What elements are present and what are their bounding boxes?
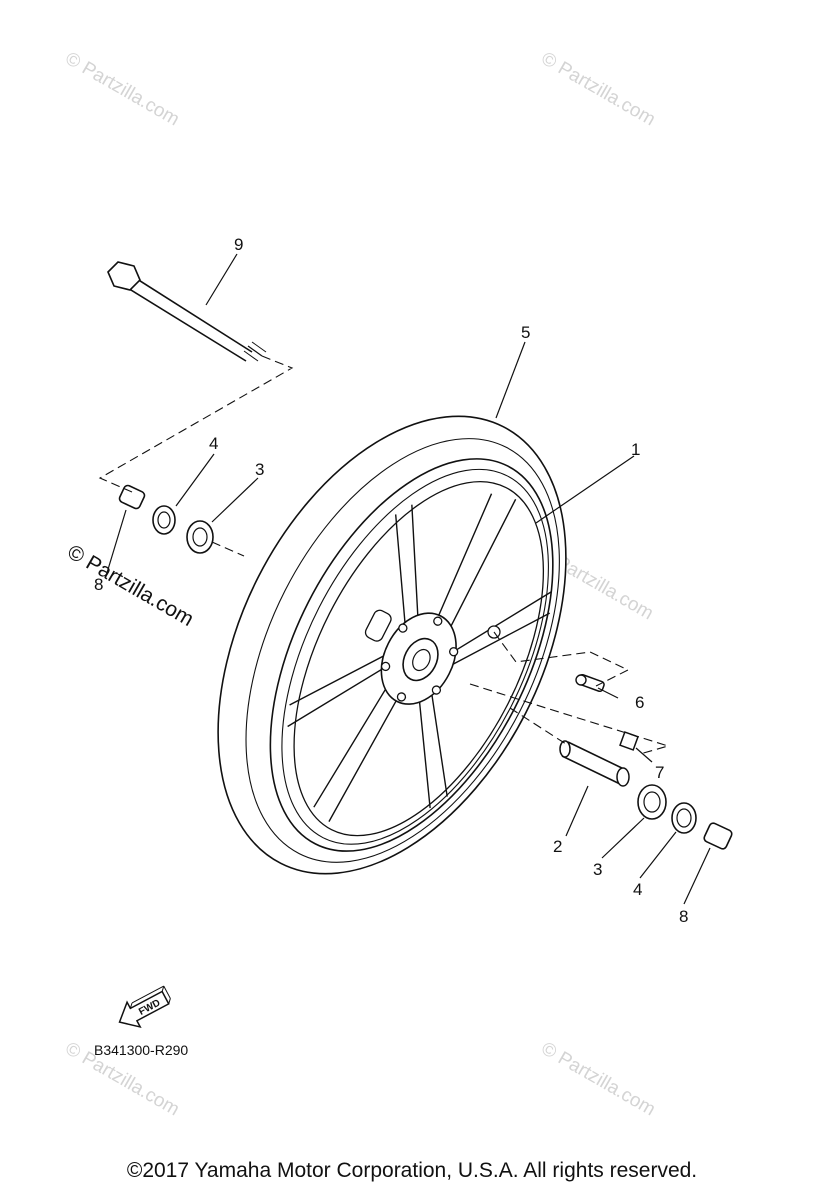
callout-7: 7 bbox=[655, 763, 664, 782]
balance-weight bbox=[619, 731, 639, 751]
oil-seal-left bbox=[152, 505, 176, 535]
bearing-right bbox=[637, 784, 667, 820]
hub-center bbox=[402, 637, 439, 682]
callout-8-left: 8 bbox=[94, 575, 103, 594]
collar-right bbox=[703, 822, 733, 850]
callout-5: 5 bbox=[521, 323, 530, 342]
leader-lines bbox=[105, 253, 711, 905]
callout-8-right: 8 bbox=[679, 907, 688, 926]
callout-9: 9 bbox=[234, 235, 243, 254]
tire-inner-edge bbox=[245, 438, 560, 863]
collar-left bbox=[118, 484, 146, 510]
callout-6: 6 bbox=[635, 693, 644, 712]
watermark-dark: © Partzilla.com bbox=[64, 540, 198, 631]
tire-valve bbox=[575, 673, 605, 693]
rim-inner bbox=[293, 480, 545, 837]
hub-bore bbox=[412, 648, 431, 672]
callouts: 9 5 1 4 3 8 6 7 2 3 4 8 bbox=[94, 235, 688, 926]
callout-4-left: 4 bbox=[209, 434, 218, 453]
copyright-notice: ©2017 Yamaha Motor Corporation, U.S.A. A… bbox=[126, 1159, 698, 1182]
callout-4-right: 4 bbox=[633, 880, 642, 899]
diagram-code: B341300-R290 bbox=[94, 1042, 188, 1058]
callout-3-left: 3 bbox=[255, 460, 264, 479]
callout-2: 2 bbox=[553, 837, 562, 856]
watermark: © Partzilla.com bbox=[538, 48, 659, 130]
watermark: © Partzilla.com bbox=[62, 48, 183, 130]
oil-seal-right bbox=[671, 802, 697, 834]
front-wheel-assembly bbox=[217, 415, 567, 875]
watermark: © Partzilla.com bbox=[538, 1038, 659, 1120]
rim-outer bbox=[269, 458, 554, 852]
hub-window bbox=[364, 609, 392, 642]
callout-3-right: 3 bbox=[593, 860, 602, 879]
bearing-left bbox=[186, 520, 214, 554]
fwd-arrow-icon: FWD bbox=[118, 985, 171, 1029]
disc-bolt-holes bbox=[380, 616, 459, 702]
callout-1: 1 bbox=[631, 440, 640, 459]
assembly-lines bbox=[98, 355, 670, 755]
spacer bbox=[559, 740, 630, 787]
wheel-axle bbox=[107, 261, 267, 362]
fwd-label: FWD bbox=[137, 998, 162, 1018]
rim-lip bbox=[281, 468, 549, 845]
